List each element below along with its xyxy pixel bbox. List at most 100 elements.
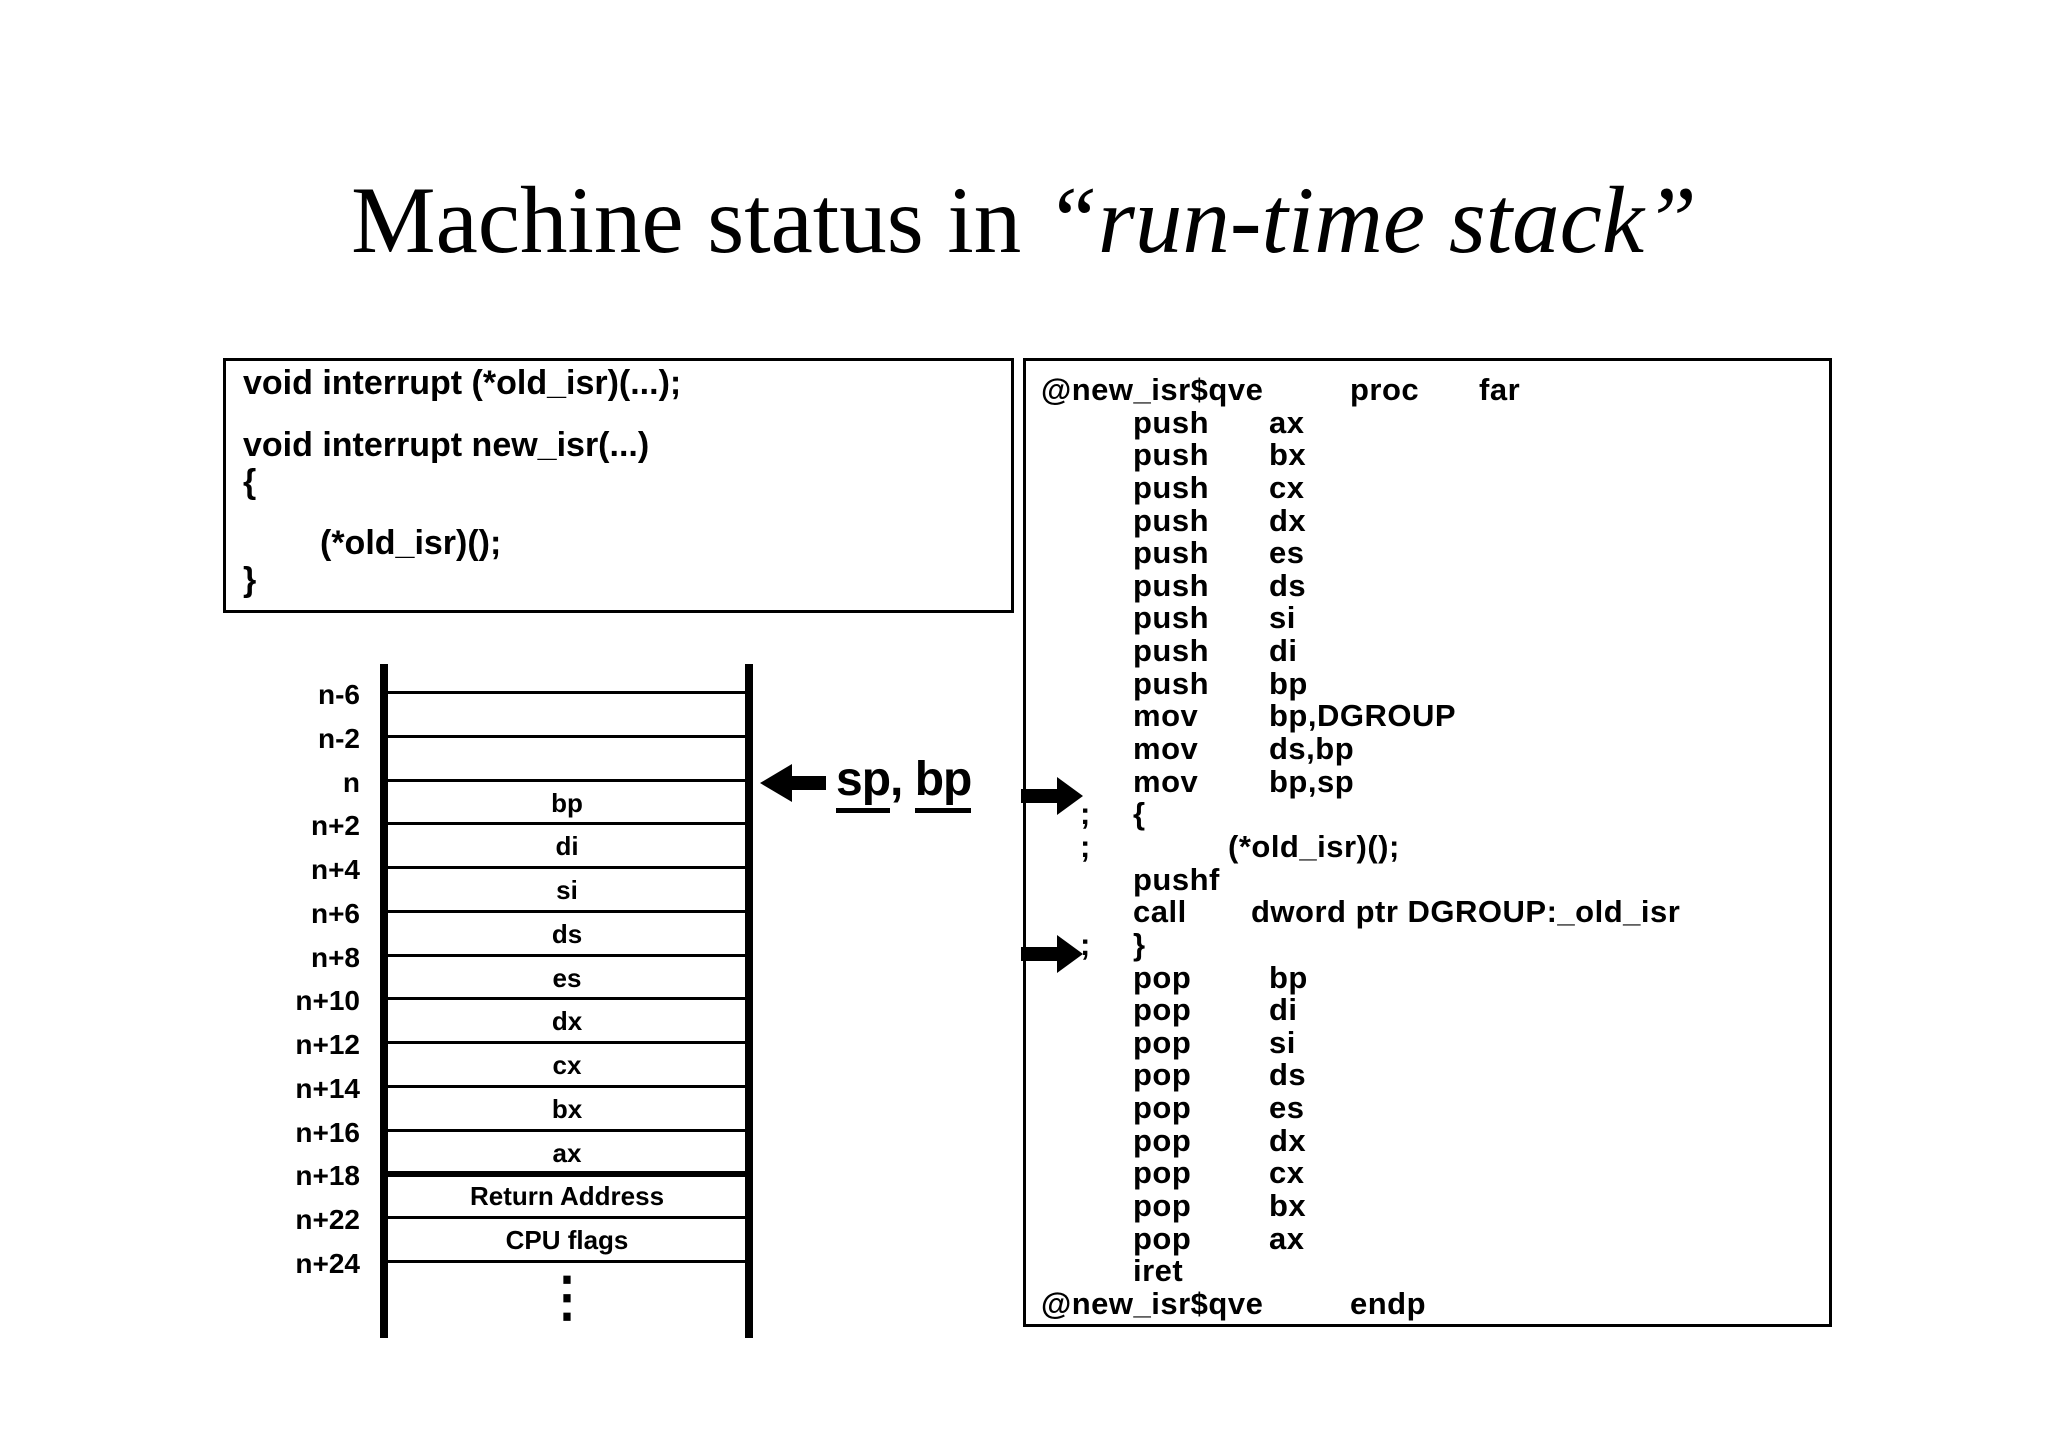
c-code-box: void interrupt (*old_isr)(...);void inte…: [223, 358, 1014, 613]
asm-token: {: [1133, 796, 1146, 831]
stack-boundary-line: [388, 1041, 746, 1044]
asm-token: mov: [1133, 698, 1199, 733]
asm-token: push: [1133, 600, 1210, 635]
stack-boundary-line: [388, 1216, 746, 1219]
stack-cell-label: di: [555, 831, 579, 861]
asm-token: cx: [1269, 470, 1305, 505]
asm-token: es: [1269, 535, 1305, 570]
c-code-line: }: [243, 561, 257, 599]
asm-token: pop: [1133, 1025, 1192, 1060]
asm-token: bx: [1269, 437, 1307, 472]
stack-boundary-line: [388, 1129, 746, 1132]
asm-token: pop: [1133, 1057, 1192, 1092]
stack-boundary-line: [388, 910, 746, 913]
flow-right-arrow-close-brace-icon: [1021, 935, 1083, 973]
stack-boundary-line: [388, 735, 746, 738]
asm-token: ;: [1080, 796, 1091, 831]
asm-token: pop: [1133, 960, 1192, 995]
asm-token: bp: [1269, 666, 1308, 701]
c-code-line: void interrupt (*old_isr)(...);: [243, 364, 682, 402]
asm-token: proc: [1350, 372, 1420, 407]
asm-token: ;: [1080, 829, 1091, 864]
asm-token: cx: [1269, 1155, 1305, 1190]
stack-boundary-line: [388, 1085, 746, 1088]
stack-boundary-line: [388, 779, 746, 782]
asm-token: iret: [1133, 1253, 1184, 1288]
asm-token: pop: [1133, 1090, 1192, 1125]
stack-address-label: n+18: [295, 1160, 360, 1191]
asm-token: bp,sp: [1269, 764, 1355, 799]
asm-token: push: [1133, 633, 1210, 668]
asm-token: pop: [1133, 992, 1192, 1027]
asm-token: dx: [1269, 503, 1307, 538]
stack-boundary-line: [388, 954, 746, 957]
stack-cell-label: ax: [552, 1138, 582, 1168]
asm-token: ax: [1269, 1221, 1305, 1256]
asm-token: mov: [1133, 731, 1199, 766]
stack-address-label: n+10: [295, 985, 360, 1016]
sp-register-label: sp: [836, 754, 891, 813]
stack-address-label: n+24: [295, 1248, 360, 1279]
stack-address-label: n+14: [295, 1073, 360, 1104]
asm-token: di: [1269, 633, 1298, 668]
stack-cell-label: es: [552, 963, 582, 993]
asm-token: dx: [1269, 1123, 1307, 1158]
stack-address-label: n+2: [310, 810, 360, 841]
stack-boundary-line: [388, 997, 746, 1000]
asm-token: push: [1133, 503, 1210, 538]
asm-token: mov: [1133, 764, 1199, 799]
asm-token: pop: [1133, 1221, 1192, 1256]
stack-cell-label: dx: [551, 1006, 583, 1036]
stack-address-label: n+6: [310, 898, 360, 929]
stack-boundary-line: [388, 866, 746, 869]
asm-token: @new_isr$qve: [1041, 1286, 1264, 1321]
asm-token: push: [1133, 470, 1210, 505]
stack-address-label: n+12: [295, 1029, 360, 1060]
asm-token: di: [1269, 992, 1298, 1027]
asm-token: bx: [1269, 1188, 1307, 1223]
asm-token: push: [1133, 666, 1210, 701]
asm-token: bp: [1269, 960, 1308, 995]
asm-token: ax: [1269, 405, 1305, 440]
stack-cell-label: bx: [551, 1094, 583, 1124]
c-code-line: void interrupt new_isr(...): [243, 426, 650, 464]
stack-cell-label: cx: [552, 1050, 582, 1080]
stack-address-label: n+16: [295, 1117, 360, 1148]
asm-token: push: [1133, 535, 1210, 570]
flow-right-arrow-open-brace-icon: [1021, 777, 1083, 815]
asm-token: @new_isr$qve: [1041, 372, 1264, 407]
asm-token: push: [1133, 568, 1210, 603]
asm-token: pop: [1133, 1188, 1192, 1223]
stack-cell-label: bp: [551, 788, 583, 818]
stack-cell-label: CPU flags: [505, 1225, 629, 1255]
slide-title-prefix: Machine status in: [351, 167, 1046, 273]
asm-token: push: [1133, 405, 1210, 440]
stack-boundary-line: [388, 1171, 746, 1177]
slide-title-quoted-phrase: “run-time stack”: [1045, 167, 1697, 273]
asm-token: dword ptr DGROUP:_old_isr: [1251, 894, 1681, 929]
asm-token: endp: [1350, 1286, 1427, 1321]
c-code-line: (*old_isr)();: [320, 524, 502, 562]
stack-address-label: n+22: [295, 1204, 360, 1235]
asm-code-box: @new_isr$qve proc far push ax push bx push cx pus…: [1023, 358, 1832, 1327]
asm-token: bp,DGROUP: [1269, 698, 1457, 733]
bp-register-label: bp: [914, 754, 972, 813]
slide-title: Machine status in “run-time stack”: [0, 168, 2048, 273]
asm-token: ds: [1269, 1057, 1307, 1092]
asm-token: far: [1479, 372, 1521, 407]
asm-token: pop: [1133, 1123, 1192, 1158]
asm-token: si: [1269, 1025, 1296, 1060]
asm-token: ;: [1080, 927, 1091, 962]
stack-right-wall: [745, 664, 753, 1338]
c-code-line: {: [243, 463, 257, 501]
stack-left-wall: [380, 664, 388, 1338]
stack-boundary-line: [388, 691, 746, 694]
asm-token: push: [1133, 437, 1210, 472]
stack-ellipsis: ⋮: [540, 1267, 594, 1327]
stack-address-label: n-2: [318, 723, 360, 754]
asm-token: ds,bp: [1269, 731, 1355, 766]
stack-cell-label: si: [556, 875, 578, 905]
asm-token: ds: [1269, 568, 1307, 603]
sp-bp-separator: ,: [890, 753, 915, 806]
